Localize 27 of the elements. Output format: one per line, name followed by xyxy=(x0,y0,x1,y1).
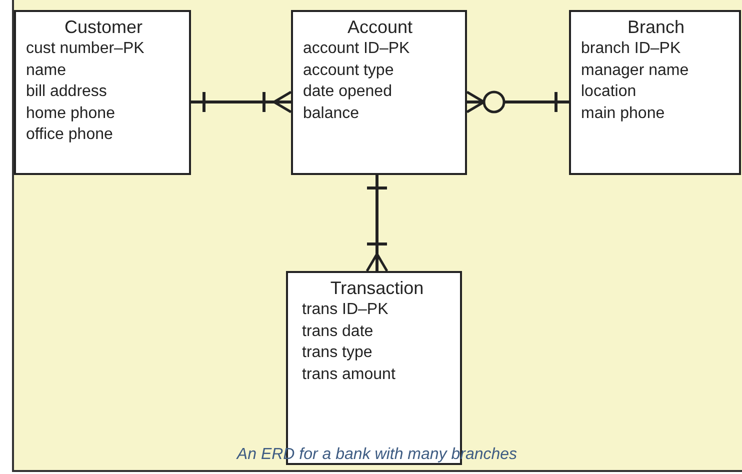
entity-box xyxy=(569,10,741,175)
relationship-line xyxy=(366,175,388,272)
attribute-text: cust number–PK xyxy=(26,39,144,59)
attribute-text: trans ID–PK xyxy=(302,300,388,320)
attribute-text: date opened xyxy=(303,82,392,102)
attribute-text: bill address xyxy=(26,82,107,102)
attribute-text: branch ID–PK xyxy=(581,39,681,59)
relationship-line xyxy=(191,90,292,114)
attribute-text: location xyxy=(581,82,636,102)
attribute-text: account ID–PK xyxy=(303,39,410,59)
attribute-text: account type xyxy=(303,60,394,80)
attribute-text: main phone xyxy=(581,104,665,124)
entity-name: Account xyxy=(347,16,413,38)
entity-name: Branch xyxy=(627,16,685,38)
attribute-text: trans type xyxy=(302,343,372,363)
attribute-text: balance xyxy=(303,104,360,124)
attribute-text: manager name xyxy=(581,60,689,80)
entity-name: Transaction xyxy=(330,277,424,299)
attribute-text: name xyxy=(26,60,66,80)
attribute-text: home phone xyxy=(26,104,115,124)
entity-name: Customer xyxy=(64,16,143,38)
attribute-text: office phone xyxy=(26,125,113,145)
relationship-line xyxy=(466,90,569,114)
entity-box xyxy=(291,10,467,175)
attribute-text: trans date xyxy=(302,322,374,342)
attribute-text: trans amount xyxy=(302,364,396,384)
entity-box xyxy=(14,10,191,175)
